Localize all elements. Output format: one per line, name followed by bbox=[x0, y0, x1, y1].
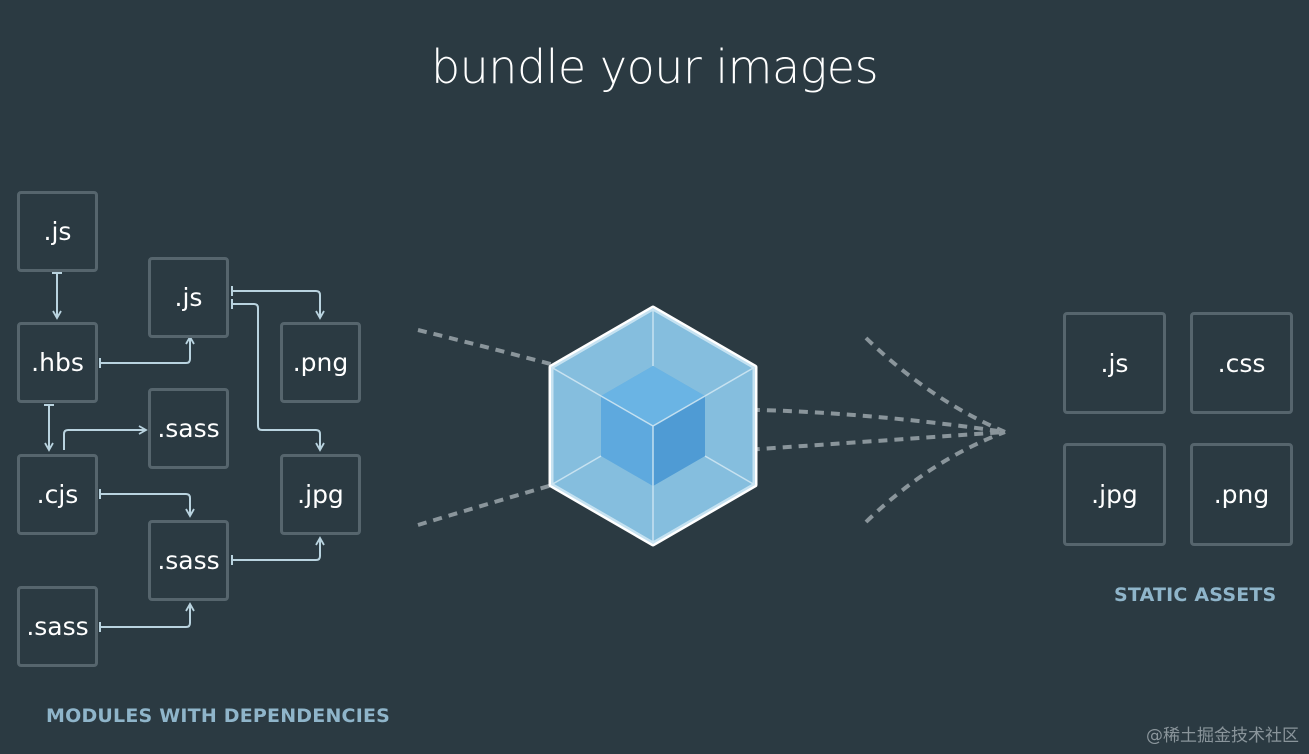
page-title: bundle your images bbox=[430, 40, 879, 94]
assets-caption: STATIC ASSETS bbox=[1114, 584, 1277, 606]
dependency-arrows bbox=[44, 273, 325, 628]
watermark: @稀土掘金技术社区 bbox=[1146, 726, 1299, 746]
input-flow-lines bbox=[417, 328, 656, 527]
asset-jpg: .jpg bbox=[1063, 443, 1166, 546]
modules-caption: MODULES WITH DEPENDENCIES bbox=[46, 705, 391, 727]
arrow-hbs-to-js bbox=[100, 335, 195, 364]
module-cjs: .cjs bbox=[17, 454, 98, 535]
arrow-cjs-to-sass-lower bbox=[100, 493, 195, 518]
module-hbs: .hbs bbox=[17, 322, 98, 403]
arrow-js-to-jpg bbox=[232, 303, 325, 452]
module-jpg: .jpg bbox=[280, 454, 361, 535]
arrow-cjs-to-sass bbox=[63, 425, 148, 450]
module-js-mid: .js bbox=[148, 257, 229, 338]
module-sass-lower: .sass bbox=[148, 520, 229, 601]
module-sass-mid: .sass bbox=[148, 388, 229, 469]
arrow-tails bbox=[44, 272, 233, 632]
arrow-js-to-png bbox=[232, 290, 325, 320]
webpack-cube-logo bbox=[548, 305, 758, 547]
asset-css: .css bbox=[1190, 312, 1293, 414]
arrow-sass-to-jpg bbox=[232, 536, 325, 561]
module-png: .png bbox=[280, 322, 361, 403]
output-flow-lines bbox=[654, 336, 1006, 524]
module-sass-bottom: .sass bbox=[17, 586, 98, 667]
module-js-top: .js bbox=[17, 191, 98, 272]
arrow-sass-bottom-to-sass-lower bbox=[100, 602, 195, 628]
asset-png: .png bbox=[1190, 443, 1293, 546]
asset-js: .js bbox=[1063, 312, 1166, 414]
